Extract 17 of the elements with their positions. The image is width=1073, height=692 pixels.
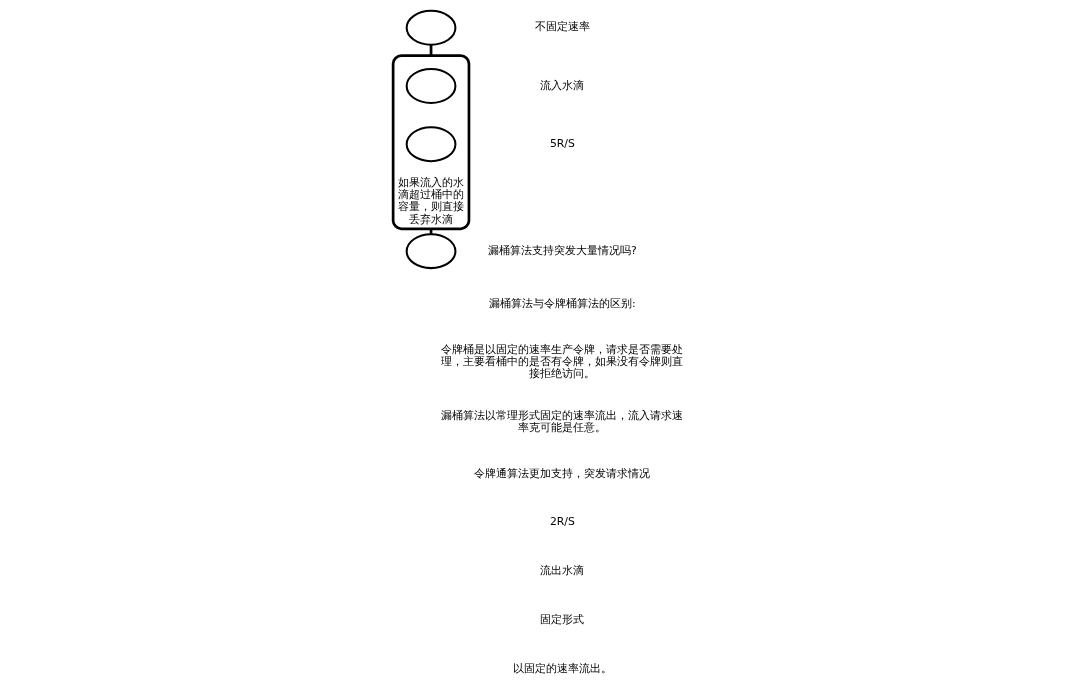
label: 固定形式 — [540, 612, 585, 626]
label: 漏桶算法支持突发大量情况吗? — [488, 243, 637, 257]
node-circle — [405, 126, 457, 163]
label: 5R/S — [549, 136, 575, 150]
label: 令牌通算法更加支持，突发请求情况 — [474, 466, 651, 480]
node-circle — [405, 233, 457, 270]
cluster: 如果流入的水滴超过桶中的容量，则直接丢弃水滴 — [391, 54, 471, 231]
node-circle — [405, 9, 457, 46]
label: 漏桶算法以常理形式固定的速率流出，流入请求速率克可能是任意。 — [441, 408, 684, 435]
label: 2R/S — [549, 515, 575, 529]
label: 令牌桶是以固定的速率生产令牌，请求是否需要处理，主要看桶中的是否有令牌，如果没有令牌则直接拒绝访问。 — [441, 342, 684, 381]
label: 漏桶算法与令牌桶算法的区别: — [489, 297, 636, 311]
label: 不固定速率 — [534, 20, 590, 34]
label: 以固定的速率流出。 — [512, 661, 612, 675]
label: 流出水滴 — [540, 564, 585, 578]
label: 流入水滴 — [540, 78, 585, 92]
node-circle — [405, 68, 457, 104]
